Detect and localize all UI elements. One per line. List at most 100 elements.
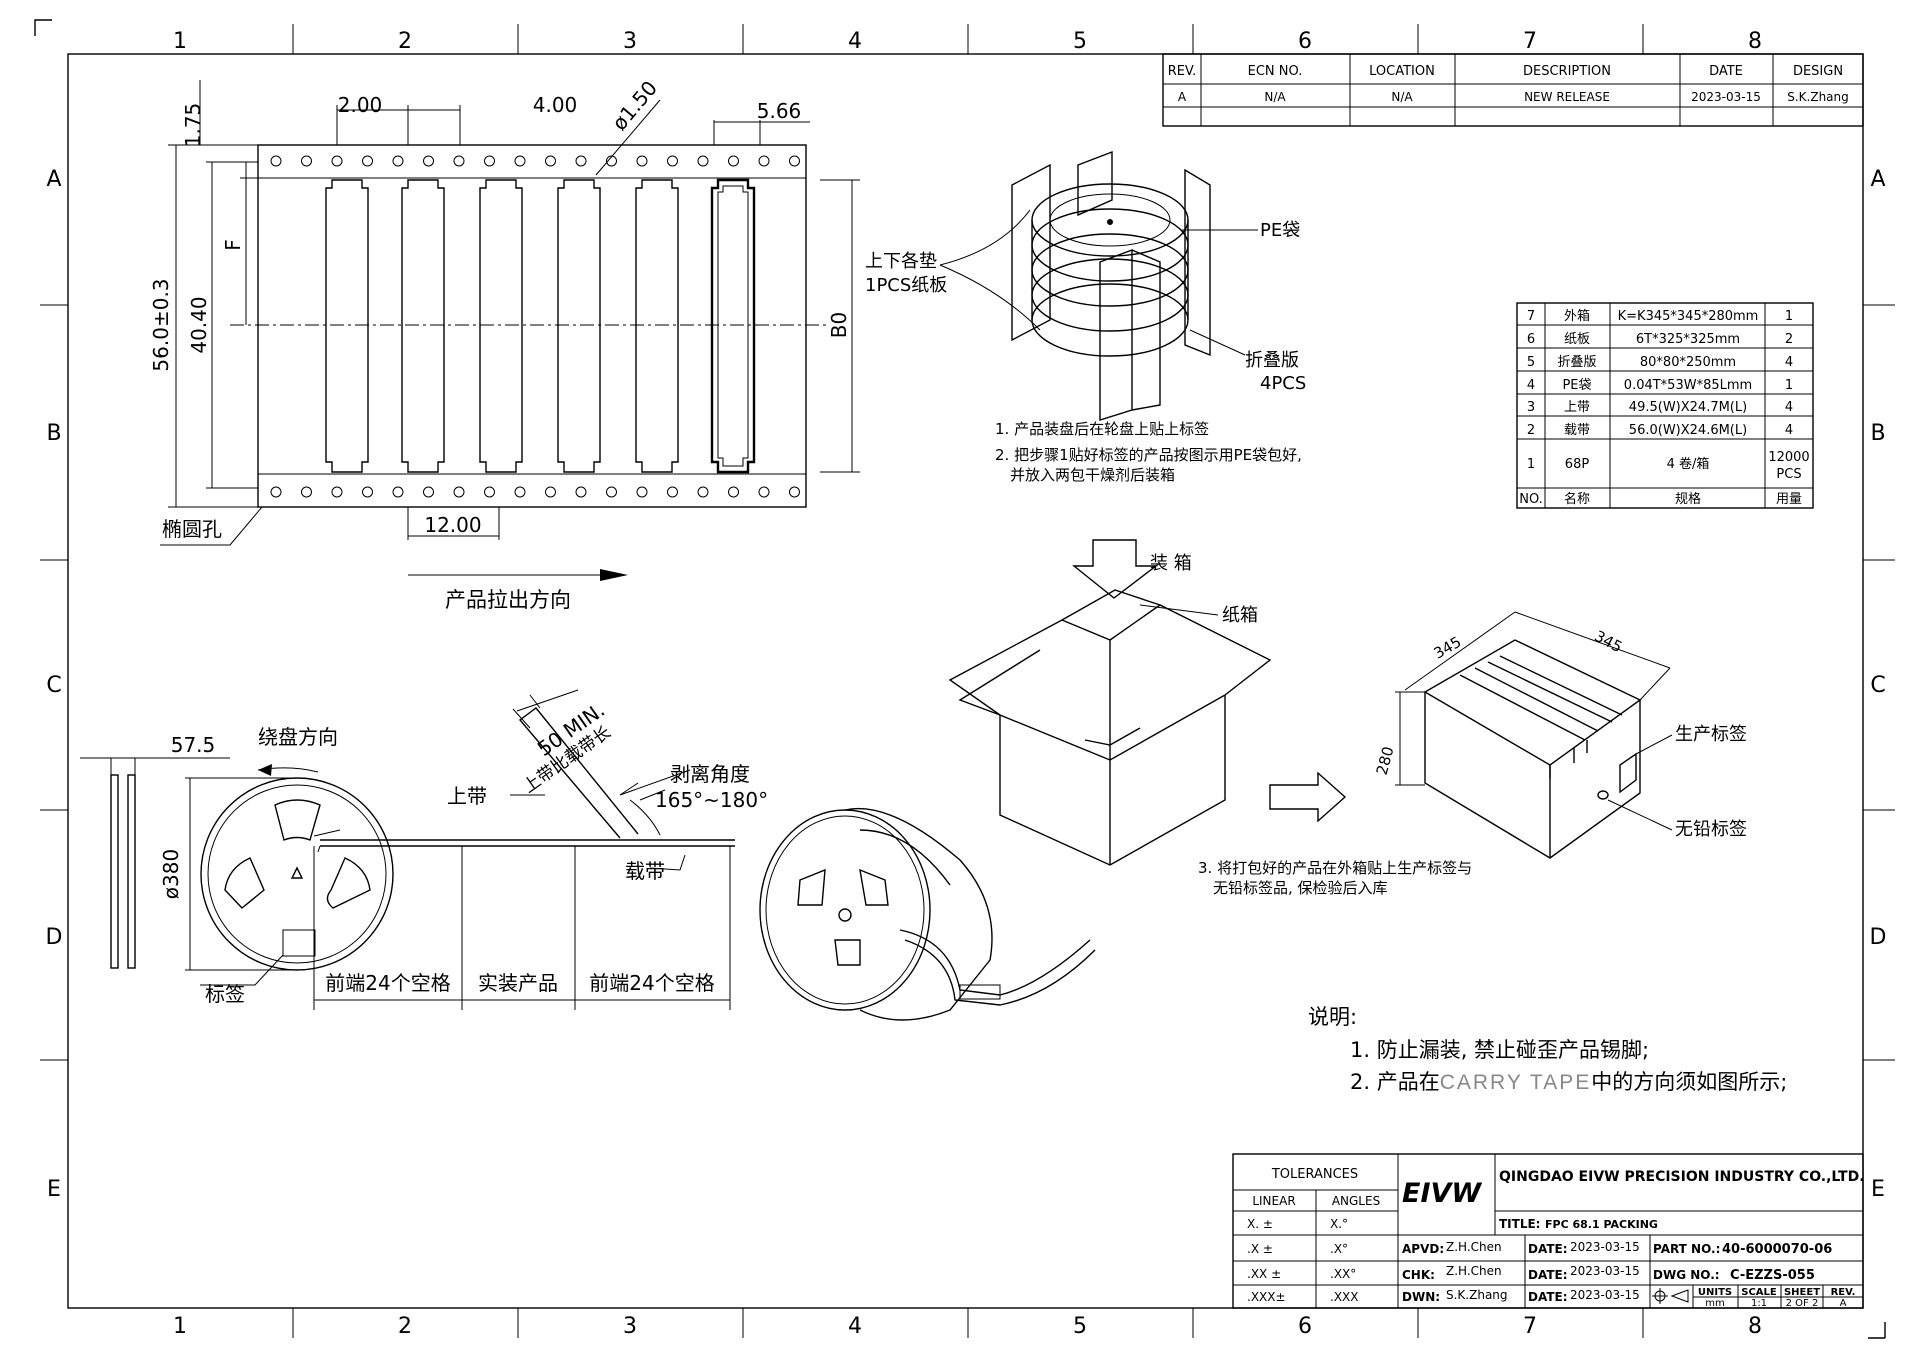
oval-hole-label: 椭圆孔 xyxy=(162,517,222,541)
row-label: D xyxy=(46,925,63,950)
bom-header: 规格 xyxy=(1675,491,1701,507)
down-arrow xyxy=(1072,539,1159,599)
col-label: 2 xyxy=(398,1314,412,1339)
drawing-border xyxy=(34,19,1895,1339)
bom-cell: 5 xyxy=(1527,355,1535,370)
note-1: 1. 防止漏装, 禁止碰歪产品锡脚; xyxy=(1350,1038,1649,1062)
carton-width-2: 345 xyxy=(1591,627,1625,656)
closed-carton-sketch xyxy=(1395,611,1673,859)
sprocket-holes xyxy=(270,155,800,498)
reel-diameter-dim: ø380 xyxy=(159,849,183,899)
bom-cell: 1 xyxy=(1785,309,1793,324)
sprocket-hole xyxy=(392,155,404,167)
pull-direction-arrow xyxy=(600,569,628,581)
right-arrow xyxy=(1269,771,1347,823)
rev-header: ECN NO. xyxy=(1248,64,1303,79)
step-2-text-line2: 并放入两包干燥剂后装箱 xyxy=(1010,466,1175,484)
sprocket-hole xyxy=(362,155,373,167)
column-labels-bottom: 1 2 3 4 5 6 7 8 xyxy=(173,1314,1762,1339)
sprocket-hole xyxy=(789,486,800,498)
peel-angle-value: 165°~180° xyxy=(655,788,768,812)
col-label: 8 xyxy=(1748,29,1762,54)
sprocket-hole xyxy=(545,155,556,167)
sprocket-hole xyxy=(484,155,495,167)
company-name: QINGDAO EIVW PRECISION INDUSTRY CO.,LTD. xyxy=(1499,1169,1865,1185)
pad-label-line1: 上下各垫 xyxy=(865,251,937,272)
row-label: A xyxy=(1870,167,1885,192)
note-2-part-b: CARRY TAPE xyxy=(1440,1071,1592,1094)
dwn-name: S.K.Zhang xyxy=(1446,1288,1508,1302)
part-no-label: PART NO.: xyxy=(1653,1242,1720,1256)
row-label: B xyxy=(1870,421,1885,446)
rev-cell: NEW RELEASE xyxy=(1524,90,1610,104)
col-label: 4 xyxy=(848,29,862,54)
sprocket-hole xyxy=(484,486,495,498)
bom-cell: 56.0(W)X24.6M(L) xyxy=(1629,423,1747,438)
notes-title: 说明: xyxy=(1308,1005,1357,1029)
pockets xyxy=(325,178,756,474)
dim-2-00: 2.00 xyxy=(338,93,383,117)
note-2-part-a: 2. 产品在 xyxy=(1350,1070,1440,1094)
sprocket-hole xyxy=(362,486,373,498)
date-value: 2023-03-15 xyxy=(1570,1240,1640,1254)
col-label: 4 xyxy=(848,1314,862,1339)
company-logo: EIVW xyxy=(1402,1178,1482,1209)
front-empty-label: 前端24个空格 xyxy=(325,971,450,995)
dim-40-40: 40.40 xyxy=(187,296,211,353)
sprocket-hole xyxy=(301,155,312,167)
bom-cell: 68P xyxy=(1565,457,1590,472)
bom-cell: 6T*325*325mm xyxy=(1636,332,1740,347)
sprocket-hole xyxy=(270,155,282,167)
scale-value: 1:1 xyxy=(1751,1298,1767,1309)
col-label: 6 xyxy=(1298,1314,1312,1339)
dwn-label: DWN: xyxy=(1402,1290,1440,1304)
bom-cell: 折叠版 xyxy=(1557,355,1596,370)
sprocket-hole xyxy=(453,155,465,167)
fold-board-label-line2: 4PCS xyxy=(1260,373,1306,394)
tol-linear: X. ± xyxy=(1247,1217,1273,1231)
row-label: C xyxy=(1870,673,1885,698)
sprocket-hole xyxy=(697,486,709,498)
tol-angle: X.° xyxy=(1330,1217,1348,1231)
peel-angle-label: 剥离角度 xyxy=(670,762,750,786)
rev-header: DESCRIPTION xyxy=(1523,64,1611,79)
tape-outline xyxy=(257,144,807,508)
scale-label: SCALE xyxy=(1741,1287,1777,1298)
sprocket-hole xyxy=(667,486,678,498)
dim-b0: B0 xyxy=(827,312,851,338)
pull-direction-label: 产品拉出方向 xyxy=(445,588,571,612)
step-3-text-line1: 3. 将打包好的产品在外箱贴上生产标签与 xyxy=(1198,859,1472,877)
tol-angle: .XXX xyxy=(1330,1290,1358,1304)
step-1-text: 1. 产品装盘后在轮盘上贴上标签 xyxy=(995,420,1209,438)
bom-cell: 4 xyxy=(1527,378,1535,393)
bom-cell: 4 xyxy=(1785,400,1793,415)
row-label: E xyxy=(47,1177,61,1202)
sheet-value: 2 OF 2 xyxy=(1786,1298,1819,1309)
dwg-no-label: DWG NO.: xyxy=(1653,1268,1720,1282)
carrier-tape-label: 载带 xyxy=(625,859,665,883)
units-label: UNITS xyxy=(1698,1287,1732,1298)
row-label: D xyxy=(1870,925,1887,950)
sprocket-hole xyxy=(636,486,648,498)
note-2-part-c: 中的方向须如图所示; xyxy=(1591,1070,1787,1094)
reel-perspective-sketch xyxy=(759,807,1096,1021)
dim-5-66: 5.66 xyxy=(757,99,802,123)
bom-cell: 1 xyxy=(1785,378,1793,393)
rev-cell: S.K.Zhang xyxy=(1787,90,1849,104)
rev-cell: N/A xyxy=(1264,90,1286,104)
open-carton-sketch xyxy=(948,539,1272,866)
carrier-tape-view: 1.75 2.00 4.00 ø1.50 5.66 56.0±0.3 40.40… xyxy=(149,76,860,612)
lead-free-label-tag: 无铅标签 xyxy=(1675,819,1747,840)
col-label: 3 xyxy=(623,1314,637,1339)
sheet-info: UNITS mm SCALE 1:1 SHEET 2 OF 2 REV. A xyxy=(1698,1287,1856,1309)
col-label: 6 xyxy=(1298,29,1312,54)
rev-cell: N/A xyxy=(1391,90,1413,104)
step-2-text-line1: 2. 把步骤1贴好标签的产品按图示用PE袋包好, xyxy=(995,446,1302,464)
rev-cell: A xyxy=(1178,90,1187,104)
sprocket-hole xyxy=(728,486,739,498)
row-label: A xyxy=(46,167,61,192)
dim-1-75: 1.75 xyxy=(181,103,205,148)
rev-cell: 2023-03-15 xyxy=(1691,90,1761,104)
sprocket-hole xyxy=(606,155,617,167)
top-tape-label: 上带 xyxy=(447,784,487,808)
